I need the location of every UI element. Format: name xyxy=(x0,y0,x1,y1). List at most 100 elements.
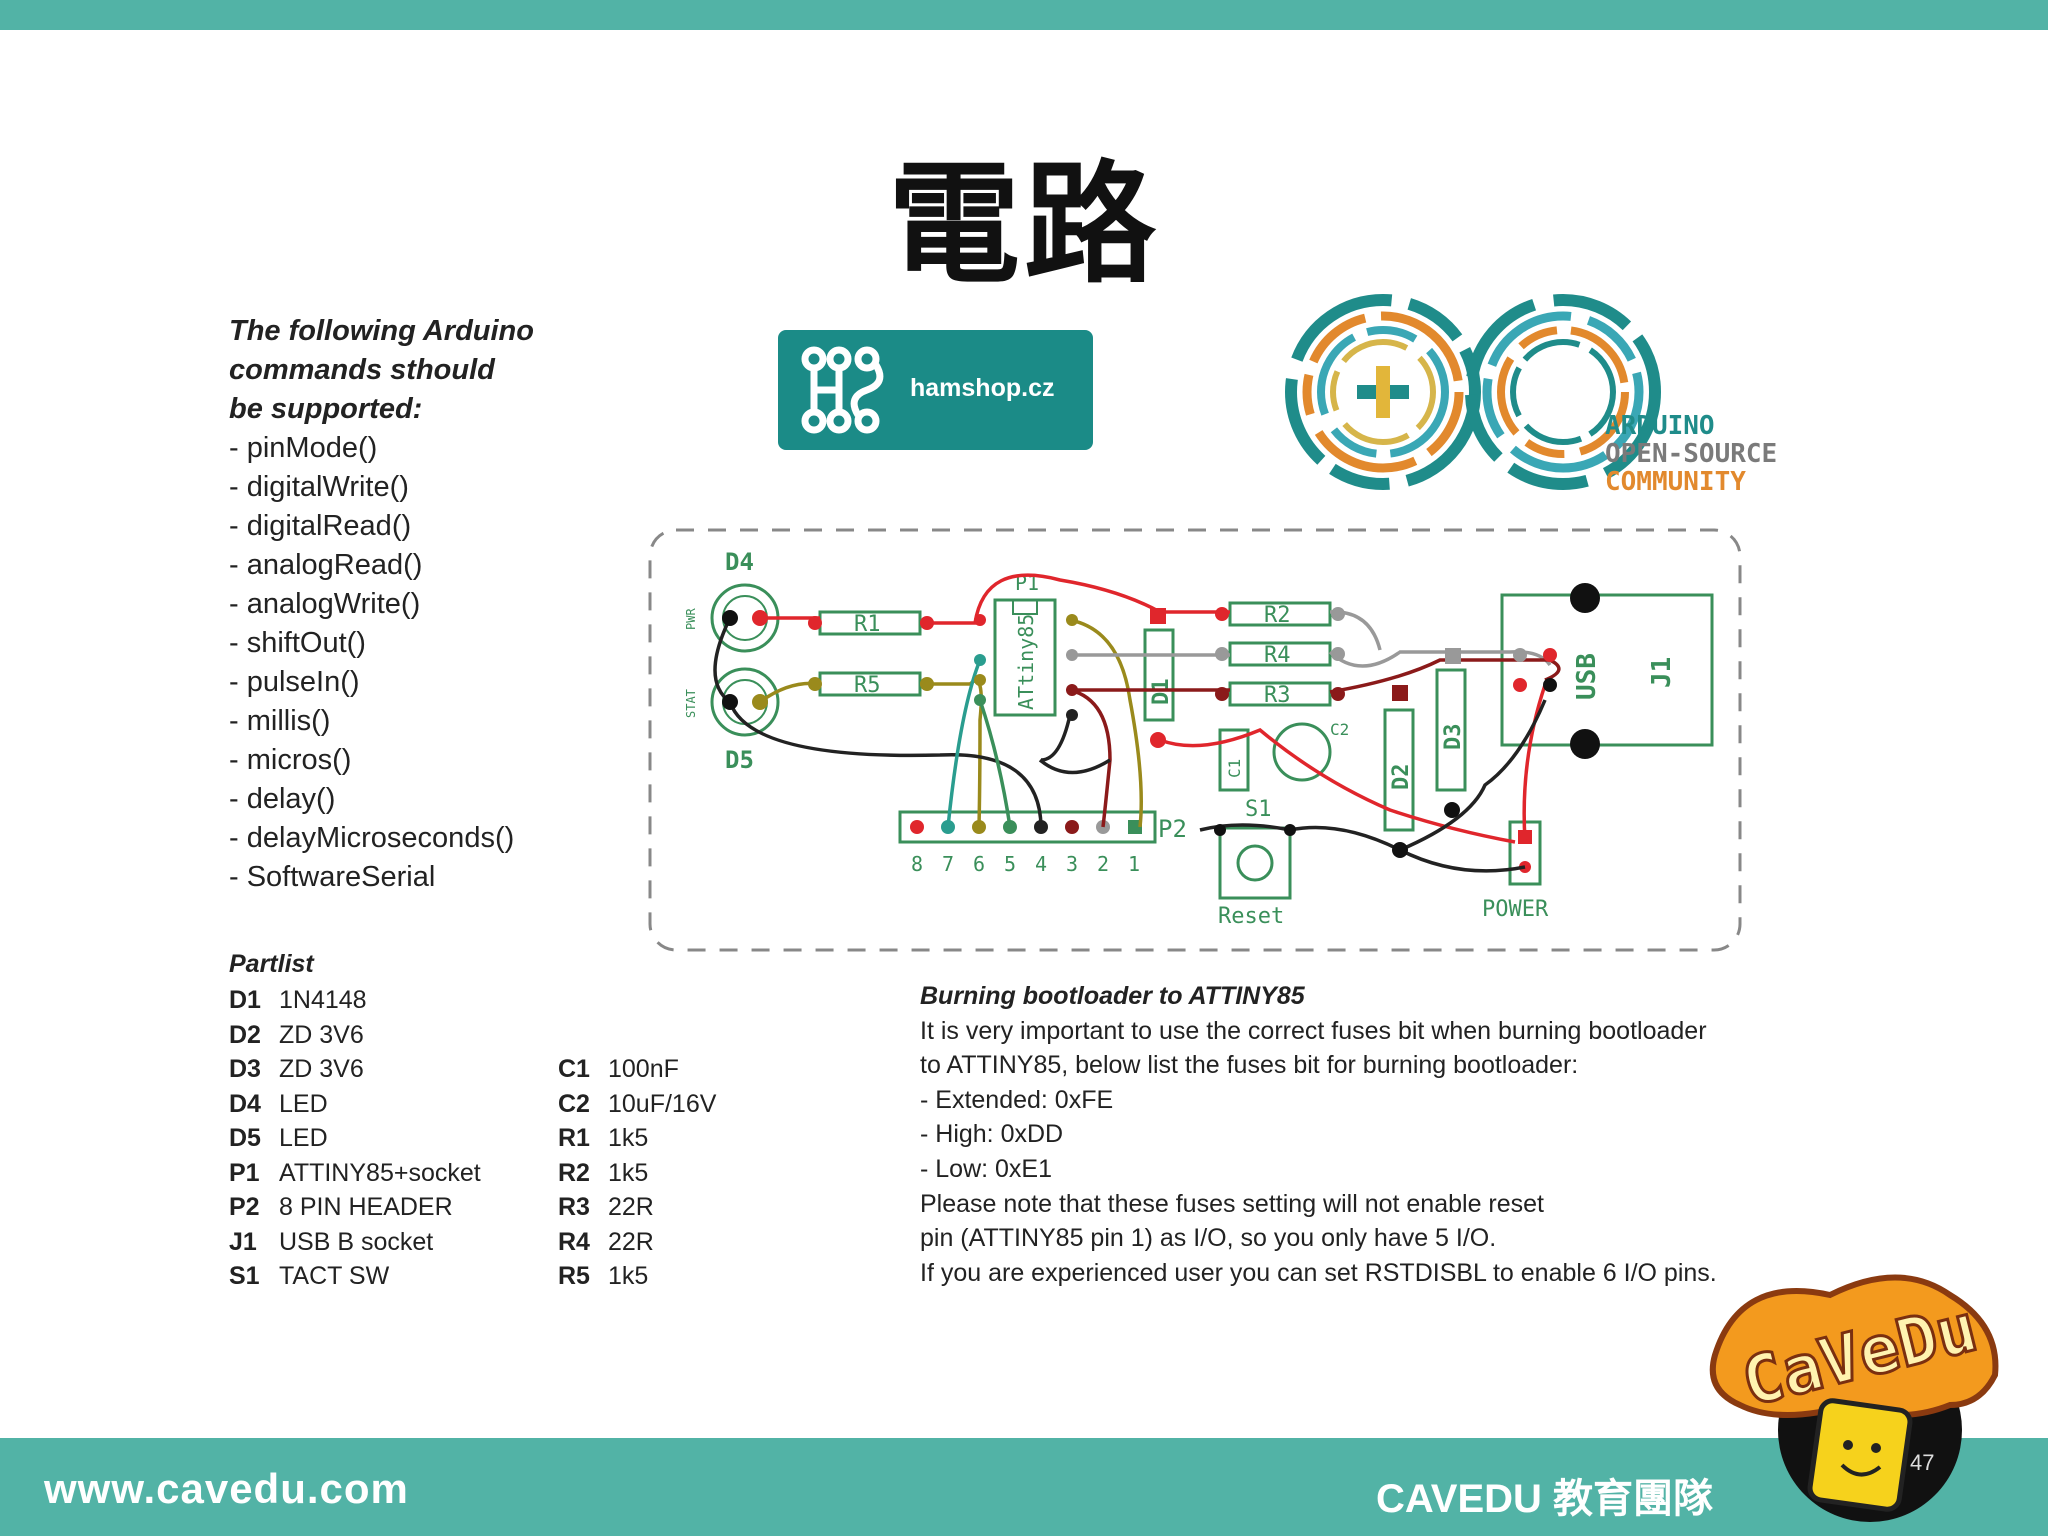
fuse-high: - High: 0xDD xyxy=(920,1120,1064,1149)
label-s1: S1 xyxy=(1245,797,1272,822)
pin-number-label: 8 xyxy=(911,852,923,876)
diode-d3 xyxy=(1435,668,1467,792)
bottom-accent-bar xyxy=(0,1438,2048,1536)
command-item: - delay() xyxy=(229,783,336,815)
website-text: www.cavedu.com xyxy=(44,1465,409,1512)
command-item: - pulseIn() xyxy=(229,666,360,698)
led-d5-icon xyxy=(710,667,780,737)
team-text: CAVEDU 教育團隊 xyxy=(1376,1477,1714,1521)
pin-number-label: 6 xyxy=(973,852,985,876)
resistor-r2 xyxy=(1228,601,1332,627)
label-stat: STAT xyxy=(684,689,698,718)
pin-number-label: 3 xyxy=(1066,852,1078,876)
label-r5: R5 xyxy=(854,673,881,698)
label-attiny85: ATtiny85 xyxy=(1014,614,1038,710)
reset-switch xyxy=(1218,826,1292,900)
command-item: - micros() xyxy=(229,744,352,776)
arduino-line-2: OPEN-SOURCE xyxy=(1605,439,1778,469)
commands-heading-1: The following Arduino xyxy=(229,315,534,347)
label-reset: Reset xyxy=(1218,904,1284,929)
command-item: - digitalRead() xyxy=(229,510,412,542)
label-r1: R1 xyxy=(854,612,881,637)
label-c2: C2 xyxy=(1330,720,1349,739)
pin-number-label: 1 xyxy=(1128,852,1140,876)
pin-number-label: 7 xyxy=(942,852,954,876)
commands-heading-2: commands sthould xyxy=(229,354,495,386)
commands-list: - pinMode() - digitalWrite() - digitalRe… xyxy=(229,429,534,897)
diode-d2 xyxy=(1383,708,1415,832)
bootloader-line: pin (ATTINY85 pin 1) as I/O, so you only… xyxy=(920,1224,1497,1253)
label-j1: J1 xyxy=(1647,657,1677,688)
pin-number-label: 4 xyxy=(1035,852,1047,876)
hamshop-logo: hamshop.cz xyxy=(778,330,1093,450)
capacitor-c1 xyxy=(1218,728,1250,792)
board-outline xyxy=(648,528,1742,952)
label-d2: D2 xyxy=(1389,764,1414,791)
slide-title: 電路 xyxy=(888,148,1160,302)
command-item: - SoftwareSerial xyxy=(229,861,436,893)
usb-b-socket xyxy=(1500,593,1714,747)
hs-monogram-icon xyxy=(801,346,884,434)
label-c1: C1 xyxy=(1225,759,1244,778)
top-accent-bar xyxy=(0,0,2048,30)
label-d4: D4 xyxy=(725,548,754,576)
label-pwr: PWR xyxy=(684,608,698,630)
label-power: POWER xyxy=(1482,897,1549,922)
bootloader-line: If you are experienced user you can set … xyxy=(920,1258,1717,1287)
command-item: - pinMode() xyxy=(229,432,378,464)
command-item: - analogWrite() xyxy=(229,588,421,620)
page-number: 47 xyxy=(1910,1450,1935,1475)
label-usb: USB xyxy=(1572,653,1602,700)
pcb-layout-diagram: D4 D5 PWR STAT R1 R5 R2 R4 R3 P1 ATtiny8… xyxy=(648,528,1742,952)
label-r2: R2 xyxy=(1264,603,1291,628)
bootloader-line: to ATTINY85, below list the fuses bit fo… xyxy=(920,1051,1579,1080)
capacitor-c2 xyxy=(1272,722,1332,782)
diode-d1 xyxy=(1143,628,1175,722)
pin-number-label: 2 xyxy=(1097,852,1109,876)
supported-commands: The following Arduino commands sthould b… xyxy=(229,312,534,897)
bootloader-line: It is very important to use the correct … xyxy=(920,1016,1707,1045)
resistor-r3 xyxy=(1228,681,1332,707)
label-r4: R4 xyxy=(1264,643,1291,668)
arduino-line-1: ARDUINO xyxy=(1605,411,1715,441)
command-item: - analogRead() xyxy=(229,549,423,581)
commands-heading-3: be supported: xyxy=(229,393,423,425)
bootloader-heading: Burning bootloader to ATTINY85 xyxy=(920,982,1305,1010)
command-item: - millis() xyxy=(229,705,331,737)
arduino-community-text: ARDUINO OPEN-SOURCE COMMUNITY xyxy=(1605,412,1777,496)
cavedu-mascot-logo-icon: CaVeDu xyxy=(1709,1274,1999,1522)
bootloader-notes: Burning bootloader to ATTINY85 It is ver… xyxy=(920,979,1840,1290)
label-d3: D3 xyxy=(1441,724,1466,751)
pin-number-label: 5 xyxy=(1004,852,1016,876)
command-item: - delayMicroseconds() xyxy=(229,822,515,854)
partlist-title: Partlist xyxy=(229,950,314,978)
arduino-line-3: COMMUNITY xyxy=(1605,467,1746,497)
label-p2: P2 xyxy=(1158,815,1187,843)
fuse-extended: - Extended: 0xFE xyxy=(920,1085,1114,1114)
label-r3: R3 xyxy=(1264,683,1291,708)
command-item: - shiftOut() xyxy=(229,627,366,659)
hamshop-text: hamshop.cz xyxy=(910,374,1055,402)
label-d5: D5 xyxy=(725,746,754,774)
command-item: - digitalWrite() xyxy=(229,471,409,503)
fuse-low: - Low: 0xE1 xyxy=(920,1154,1053,1183)
bootloader-line: Please note that these fuses setting wil… xyxy=(920,1189,1544,1218)
arduino-infinity-logo-icon xyxy=(1285,294,1661,490)
